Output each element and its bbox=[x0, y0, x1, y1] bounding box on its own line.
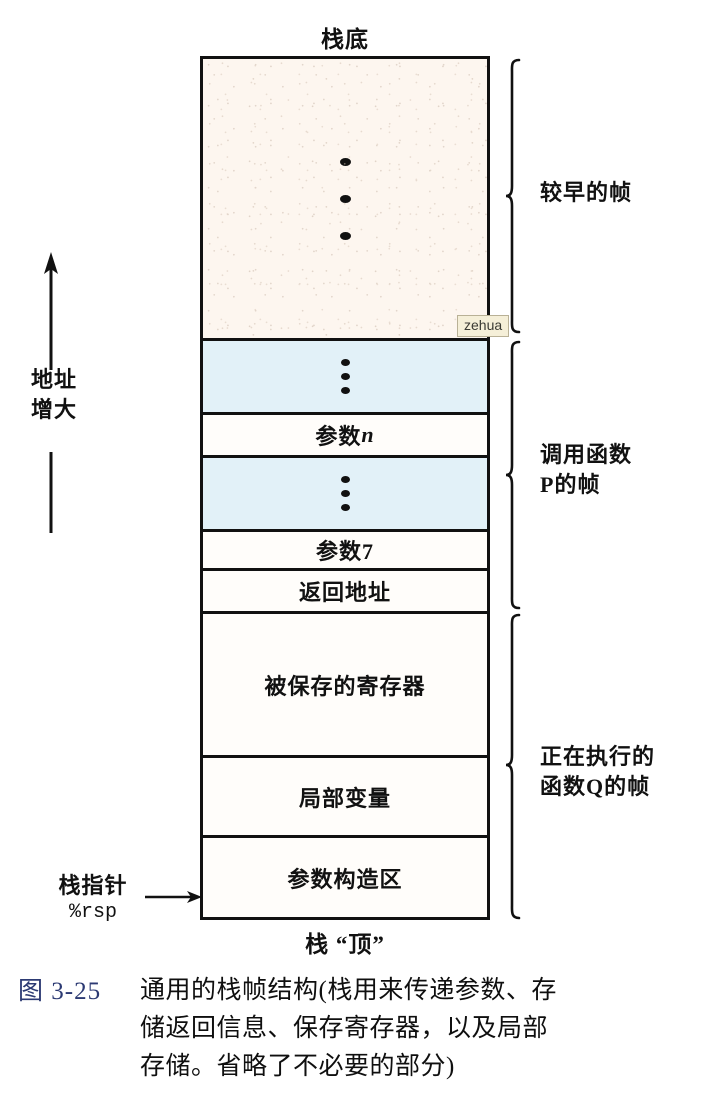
stack-cell-label: 参数7 bbox=[315, 539, 374, 564]
stack-cell-label: 参数构造区 bbox=[287, 866, 403, 892]
figure-caption-text: 通用的栈帧结构(栈用来传递参数、存 储返回信息、保存寄存器，以及局部 存储。省略… bbox=[140, 972, 690, 1086]
stack-cell-argument-build-area: 参数构造区 bbox=[203, 838, 487, 917]
stack-cell-earlier-frames bbox=[203, 59, 487, 341]
stack-cell-saved-registers: 被保存的寄存器 bbox=[203, 614, 487, 758]
stack-cell-lower-args-ellipsis bbox=[203, 458, 487, 532]
stack-cell-label: 返回地址 bbox=[298, 580, 391, 605]
figure-caption-line3: 存储。省略了不必要的部分) bbox=[140, 1053, 455, 1080]
earlier-frames-label: 较早的帧 bbox=[540, 178, 632, 208]
stack-cell-local-variables: 局部变量 bbox=[203, 758, 487, 838]
vertical-ellipsis-icon bbox=[340, 359, 350, 394]
current-frame-label-line2: 函数Q的帧 bbox=[540, 774, 651, 800]
earlier-frames-brace-icon bbox=[505, 58, 527, 334]
stack-cell-label: 被保存的寄存器 bbox=[264, 673, 426, 699]
caller-frame-label: 调用函数 P的帧 bbox=[540, 440, 632, 501]
address-increasing-label: 地址 增大 bbox=[8, 365, 100, 424]
argument-n-subscript: n bbox=[361, 422, 375, 447]
address-label-line2: 增大 bbox=[30, 396, 77, 422]
address-label-line1: 地址 bbox=[30, 367, 77, 392]
stack-cell-label: 局部变量 bbox=[298, 785, 391, 811]
stack-cell-argument-7: 参数7 bbox=[203, 532, 487, 571]
vertical-ellipsis-icon bbox=[339, 157, 351, 240]
caller-frame-label-line1: 调用函数 bbox=[540, 442, 633, 467]
current-frame-label-line1: 正在执行的 bbox=[540, 744, 656, 769]
stack-pointer-label-text: 栈指针 bbox=[58, 873, 128, 898]
stack-cell-label: 参数 bbox=[315, 424, 362, 449]
stack-pointer-register-text: %rsp bbox=[68, 900, 117, 924]
vertical-ellipsis-icon bbox=[340, 476, 350, 511]
stack-pointer-label: 栈指针 %rsp bbox=[38, 872, 148, 925]
figure-caption: 图 3-25 通用的栈帧结构(栈用来传递参数、存 储返回信息、保存寄存器，以及局… bbox=[0, 968, 703, 1114]
stack-cell-return-address: 返回地址 bbox=[203, 571, 487, 614]
current-frame-brace-icon bbox=[505, 613, 527, 920]
stack-top-label: 栈 “顶” bbox=[305, 932, 385, 957]
caller-frame-brace-icon bbox=[505, 340, 527, 610]
stack-pointer-arrow-icon bbox=[145, 888, 203, 906]
figure-number: 图 3-25 bbox=[18, 978, 102, 1005]
figure-caption-line1: 通用的栈帧结构(栈用来传递参数、存 bbox=[140, 977, 557, 1004]
watermark-badge: zehua bbox=[457, 315, 510, 338]
figure-caption-line2: 储返回信息、保存寄存器，以及局部 bbox=[140, 1015, 549, 1042]
current-frame-label: 正在执行的 函数Q的帧 bbox=[540, 742, 655, 803]
stack-cell-upper-args-ellipsis bbox=[203, 341, 487, 415]
stack-bottom-label: 栈底 bbox=[321, 27, 369, 52]
address-increasing-arrow-icon bbox=[20, 250, 130, 535]
earlier-frames-label-text: 较早的帧 bbox=[540, 180, 633, 205]
caller-frame-label-line2: P的帧 bbox=[540, 472, 601, 498]
